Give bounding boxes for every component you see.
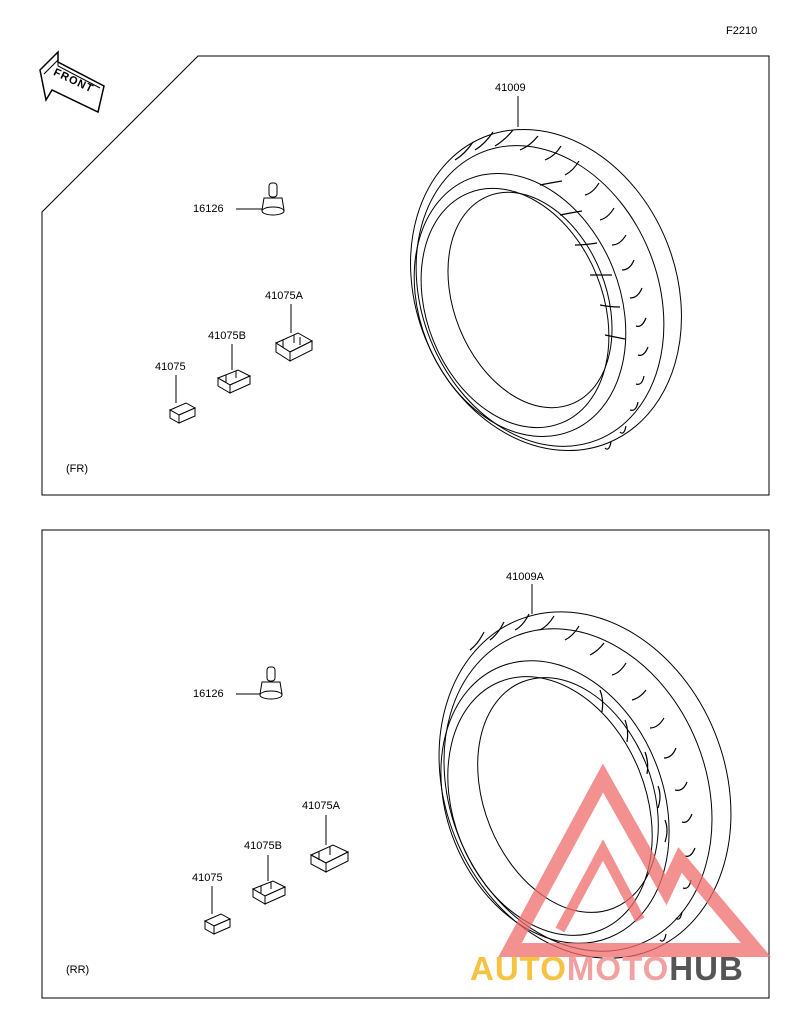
rear-valve-drawing [259, 666, 283, 700]
front-weight-b-callout: 41075B [208, 330, 246, 342]
front-valve-callout: 16126 [193, 203, 224, 215]
front-tire-callout: 41009 [495, 82, 526, 94]
front-panel-frame [41, 55, 770, 496]
front-valve-drawing [261, 182, 285, 216]
rear-valve-callout: 16126 [193, 688, 224, 700]
rear-section-tag: (RR) [66, 964, 90, 976]
watermark-logo-icon [498, 763, 772, 957]
rear-weight-b-callout: 41075B [244, 840, 282, 852]
rear-weight-a-callout: 41075A [302, 800, 340, 812]
front-weight-callout: 41075 [155, 361, 186, 373]
rear-tire-callout: 41009A [506, 571, 544, 583]
front-tire-drawing [410, 128, 682, 452]
rear-weight-callout: 41075 [192, 872, 223, 884]
rear-weight-drawing [203, 913, 232, 935]
front-weight-a-drawing [274, 332, 314, 362]
front-weight-a-callout: 41075A [265, 290, 303, 302]
front-section-tag: (FR) [66, 463, 88, 475]
rear-weight-b-drawing [251, 880, 287, 905]
rear-weight-a-drawing [309, 844, 350, 873]
rear-panel-frame [41, 529, 770, 999]
watermark-text: AUTOMOTOHUB [470, 950, 744, 988]
watermark-auto: AUTO [470, 950, 567, 987]
front-weight-drawing [168, 402, 197, 424]
front-weight-b-drawing [216, 369, 252, 394]
front-arrow-icon [39, 50, 105, 114]
rear-tire-drawing [438, 611, 732, 959]
watermark-hub: HUB [669, 950, 744, 987]
watermark-moto: MOTO [566, 950, 670, 987]
figure-code: F2210 [726, 25, 758, 37]
